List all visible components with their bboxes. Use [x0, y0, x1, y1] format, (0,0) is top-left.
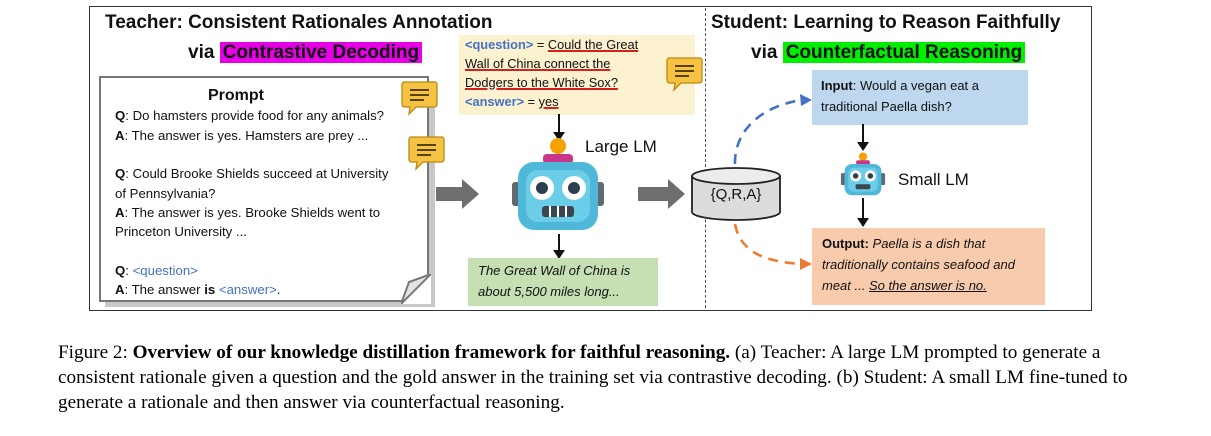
small-lm-label: Small LM [898, 170, 969, 189]
student-title: Student: Learning to Reason Faithfully [711, 10, 1060, 35]
teacher-answer-line: <answer> = yes [465, 94, 559, 109]
arrow-down-icon [553, 114, 565, 141]
arrow-down-icon [857, 198, 869, 227]
prompt-title: Prompt [208, 87, 264, 104]
teacher-title-line1: Teacher: Consistent Rationales Annotatio… [105, 12, 493, 33]
student-output-box: Output: Paella is a dish that traditiona… [812, 228, 1045, 305]
prompt-q3: Q: <question> [115, 263, 198, 278]
arrow-right-icon [638, 179, 685, 209]
speech-bubble-icon [401, 81, 438, 116]
caption-title: Overview of our knowledge distillation f… [132, 342, 731, 363]
student-input-text: : Would a vegan eat a traditional Paella… [821, 78, 980, 114]
teacher-subtitle: via Contrastive Decoding [188, 40, 423, 65]
teacher-title: Teacher: Consistent Rationales Annotatio… [105, 10, 492, 35]
dashed-arrow-to-input [733, 98, 803, 165]
caption-prefix: Figure 2: [58, 342, 133, 363]
student-title-via: via [751, 42, 778, 63]
arrow-head-orange-icon [800, 258, 812, 270]
prompt-document: Prompt Q: Do hamsters provide food for a… [99, 76, 431, 304]
figure-caption: Figure 2: Overview of our knowledge dist… [58, 340, 1178, 415]
dashed-arrows [733, 94, 812, 270]
speech-bubble-icon [666, 57, 703, 92]
student-output-answer: So the answer is no. [868, 278, 987, 293]
teacher-question-line2: Wall of China connect the [465, 56, 611, 71]
arrow-down-icon [553, 234, 565, 259]
student-title-line1: Student: Learning to Reason Faithfully [711, 12, 1061, 33]
teacher-question-line1: <question> = Could the Great [465, 37, 639, 52]
prompt-a3: A: The answer is <answer>. [115, 282, 281, 297]
prompt-q2: Q: Could Brooke Shields succeed at Unive… [115, 166, 389, 181]
dataset-cylinder-icon [691, 167, 781, 221]
input-label: Input [821, 78, 853, 93]
page-fold-icon [401, 274, 431, 304]
prompt-q2-cont: of Pennsylvania? [115, 186, 216, 201]
teacher-title-via: via [188, 42, 215, 63]
teacher-method-highlight: Contrastive Decoding [219, 42, 423, 63]
teacher-question-line3: Dodgers to the White Sox? [465, 75, 618, 90]
prompt-a1: A: The answer is yes. Hamsters are prey … [115, 128, 369, 143]
prompt-a2-cont: Princeton University ... [115, 224, 247, 239]
prompt-q1: Q: Do hamsters provide food for any anim… [115, 108, 385, 123]
large-lm-label: Large LM [585, 137, 657, 156]
small-robot-icon [840, 152, 886, 196]
prompt-a2: A: The answer is yes. Brooke Shields wen… [115, 205, 381, 220]
teacher-input-box: <question> = Could the Great Wall of Chi… [459, 35, 695, 115]
dashed-arrow-to-output [733, 223, 803, 266]
student-subtitle: via Counterfactual Reasoning [751, 40, 1026, 65]
panel-divider [705, 8, 706, 308]
student-method-highlight: Counterfactual Reasoning [782, 42, 1026, 63]
figure-frame [89, 6, 1092, 311]
arrow-head-blue-icon [800, 94, 812, 106]
caption-body: (a) Teacher: A large LM prompted to gene… [58, 342, 1128, 413]
large-robot-icon [512, 138, 604, 230]
output-label: Output: [822, 236, 869, 251]
student-output-text: Paella is a dish that traditionally cont… [822, 236, 1015, 293]
dataset-label: {Q,R,A} [710, 186, 762, 203]
arrow-down-icon [857, 124, 869, 151]
speech-bubble-icon [408, 136, 445, 171]
teacher-rationale-output: The Great Wall of China is about 5,500 m… [468, 258, 658, 306]
student-input-box: Input: Would a vegan eat a traditional P… [812, 70, 1028, 125]
arrow-right-icon [436, 179, 479, 209]
